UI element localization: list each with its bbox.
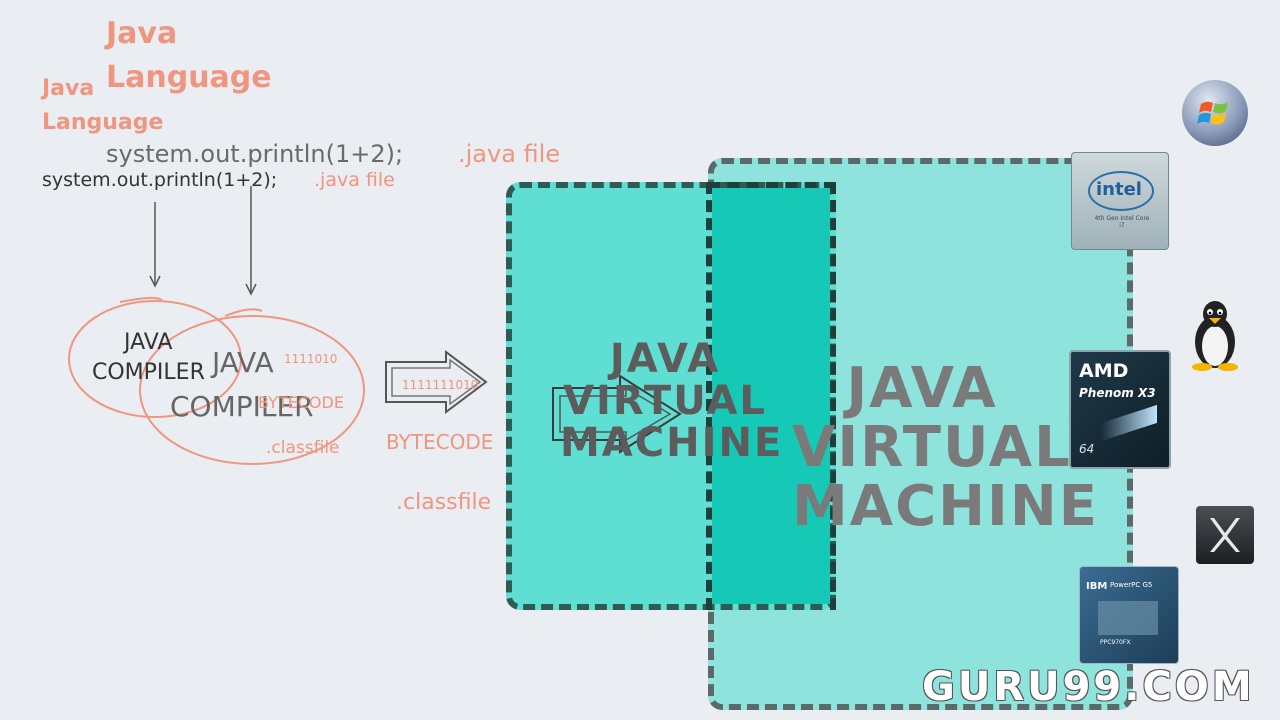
jvm-small-line1: JAVA	[609, 336, 721, 382]
guru99-watermark: GURU99.COM	[922, 664, 1255, 710]
intel-logo-icon: intel 4th Gen Intel Core i7	[1071, 152, 1169, 250]
intel-label: intel	[1096, 179, 1142, 200]
compiler-circle-small	[68, 300, 242, 418]
intel-sub-label: 4th Gen Intel Core i7	[1094, 215, 1150, 229]
hollow-arrow-icon-jvm	[552, 374, 682, 454]
amd-sub-label: Phenom X3	[1079, 386, 1156, 400]
binary-ghost-1: 1111010	[284, 352, 338, 366]
jvm-overlap-dash-left	[706, 182, 712, 610]
amd-logo-icon: AMD Phenom X3 64	[1069, 350, 1171, 469]
classfile-small: .classfile	[266, 438, 340, 458]
compiler-big-line2: COMPILER	[170, 390, 314, 423]
bytecode-label: BYTECODE	[386, 430, 494, 454]
code-line: system.out.println(1+2);	[42, 169, 278, 191]
jvm-overlap-region	[712, 188, 830, 604]
compiler-big-line1: JAVA	[212, 346, 274, 379]
jvm-small-line2: VIRTUAL	[563, 378, 767, 424]
java-file-label: .java file	[314, 169, 395, 191]
ibm-sub-label: PowerPC G5	[1110, 581, 1153, 589]
ghost-java-file: .java file	[458, 140, 561, 168]
binary-ghost-2: 1111111010	[402, 378, 479, 392]
jvm-overlap-dash-top	[708, 182, 836, 188]
java-label: Java	[42, 76, 95, 101]
jvm-large-line2: VIRTUAL	[792, 414, 1072, 480]
bytecode-ghost: BYTECODE	[258, 393, 344, 412]
ghost-language-label: Language	[106, 60, 272, 95]
ghost-java-label: Java	[106, 16, 178, 51]
jvm-small-text: JAVA VIRTUAL MACHINE	[560, 336, 784, 466]
jvm-large-text: JAVA VIRTUAL MACHINE	[792, 356, 1099, 539]
language-label: Language	[42, 110, 164, 135]
compiler-small-line2: COMPILER	[92, 360, 205, 385]
windows-logo-icon	[1182, 80, 1248, 146]
jvm-large-line1: JAVA	[846, 356, 998, 421]
jvm-large-line3: MACHINE	[792, 473, 1099, 539]
amd-64-label: 64	[1079, 442, 1095, 456]
ibm-chip-label: PPC970FX	[1100, 639, 1131, 646]
ghost-code-line: system.out.println(1+2);	[106, 140, 404, 168]
classfile-label: .classfile	[396, 490, 492, 515]
hollow-arrow-icon	[385, 350, 488, 414]
macosx-logo-icon	[1196, 506, 1254, 564]
amd-label: AMD	[1079, 360, 1129, 382]
linux-penguin-icon	[1186, 298, 1244, 372]
ibm-label: IBM	[1086, 581, 1108, 592]
jvm-small-line3: MACHINE	[560, 420, 784, 466]
compiler-circle-large	[139, 315, 365, 465]
jvm-overlap-dash-right	[830, 182, 836, 610]
compiler-small-line1: JAVA	[124, 330, 173, 355]
ibm-powerpc-logo-icon: IBM PowerPC G5 PPC970FX	[1079, 566, 1179, 664]
